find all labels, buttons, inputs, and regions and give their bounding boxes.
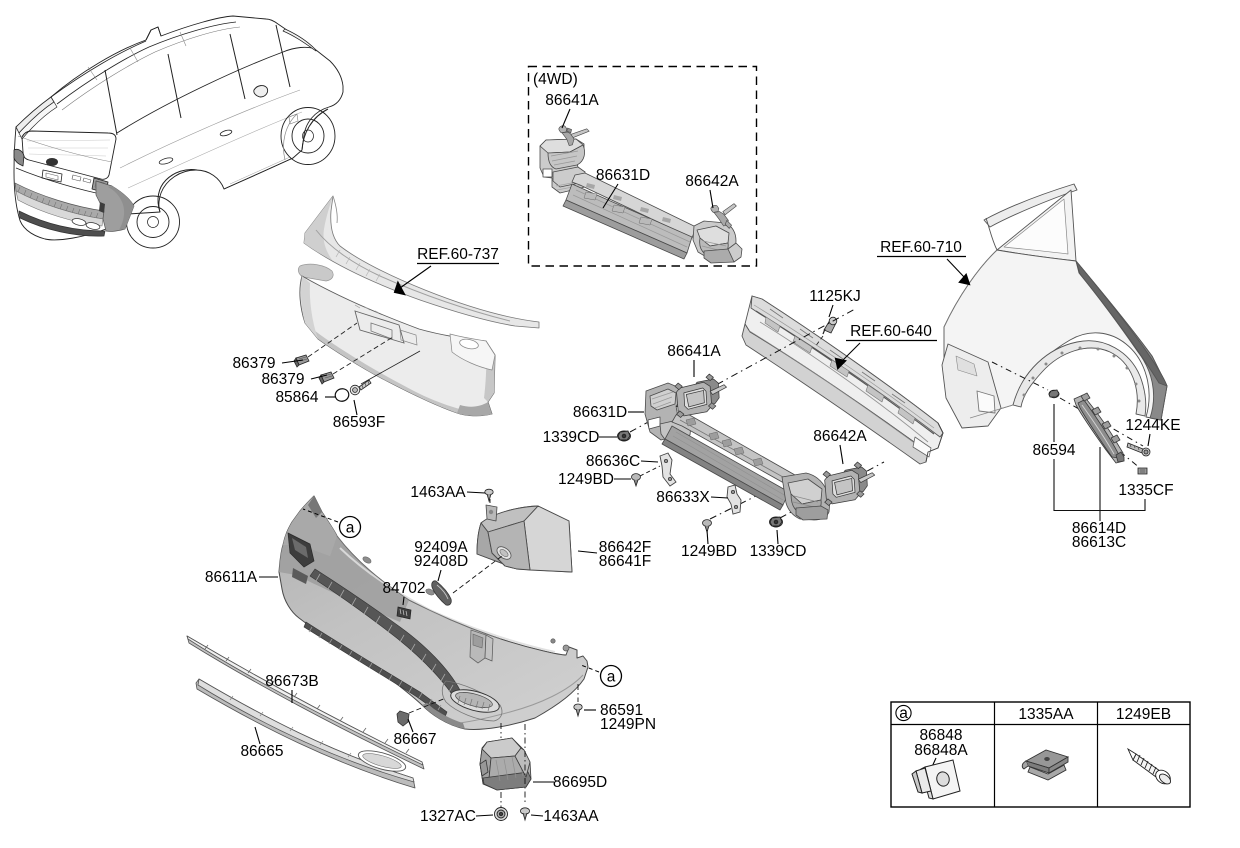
svg-text:86641A: 86641A	[545, 92, 599, 109]
svg-text:86642F: 86642F	[599, 539, 652, 556]
svg-text:a: a	[607, 669, 616, 686]
svg-text:(4WD): (4WD)	[533, 71, 578, 88]
svg-text:REF.60-640: REF.60-640	[850, 323, 932, 340]
svg-text:86594: 86594	[1032, 442, 1075, 459]
svg-text:86633X: 86633X	[656, 489, 710, 506]
svg-text:1249EB: 1249EB	[1116, 706, 1171, 723]
svg-text:92409A: 92409A	[414, 539, 468, 556]
svg-text:1125KJ: 1125KJ	[809, 288, 860, 305]
svg-text:86665: 86665	[240, 743, 283, 760]
svg-text:1327AC: 1327AC	[420, 808, 476, 825]
svg-text:a: a	[346, 520, 355, 537]
svg-text:86611A: 86611A	[205, 569, 258, 586]
svg-text:86848A: 86848A	[914, 742, 968, 759]
svg-text:86695D: 86695D	[553, 774, 607, 791]
svg-text:1249PN: 1249PN	[600, 716, 656, 733]
svg-text:86641F: 86641F	[599, 553, 652, 570]
svg-text:86613C: 86613C	[1072, 534, 1126, 551]
svg-text:REF.60-710: REF.60-710	[880, 239, 962, 256]
svg-text:1339CD: 1339CD	[543, 429, 600, 446]
svg-text:1463AA: 1463AA	[543, 808, 599, 825]
svg-text:86591: 86591	[600, 702, 643, 719]
svg-text:86593F: 86593F	[333, 414, 386, 431]
svg-text:84702: 84702	[382, 580, 425, 597]
svg-text:86379: 86379	[261, 371, 304, 388]
svg-text:86848: 86848	[919, 727, 962, 744]
svg-text:86614D: 86614D	[1072, 520, 1126, 537]
svg-text:1244KE: 1244KE	[1125, 417, 1180, 434]
svg-text:86379: 86379	[232, 355, 275, 372]
svg-text:92408D: 92408D	[414, 553, 468, 570]
svg-text:1463AA: 1463AA	[410, 484, 466, 501]
svg-text:1249BD: 1249BD	[558, 471, 614, 488]
svg-text:a: a	[899, 705, 908, 722]
svg-text:85864: 85864	[275, 389, 318, 406]
svg-text:86631D: 86631D	[573, 404, 627, 421]
svg-text:86642A: 86642A	[685, 173, 739, 190]
svg-text:1249BD: 1249BD	[681, 543, 737, 560]
svg-text:1335AA: 1335AA	[1018, 706, 1074, 723]
svg-text:1339CD: 1339CD	[750, 543, 807, 560]
svg-text:86667: 86667	[393, 731, 436, 748]
svg-text:86636C: 86636C	[586, 453, 640, 470]
svg-text:86642A: 86642A	[813, 428, 867, 445]
svg-text:86631D: 86631D	[596, 167, 650, 184]
svg-text:1335CF: 1335CF	[1118, 482, 1173, 499]
svg-text:86641A: 86641A	[667, 343, 721, 360]
svg-text:REF.60-737: REF.60-737	[417, 246, 499, 263]
svg-text:86673B: 86673B	[265, 673, 318, 690]
